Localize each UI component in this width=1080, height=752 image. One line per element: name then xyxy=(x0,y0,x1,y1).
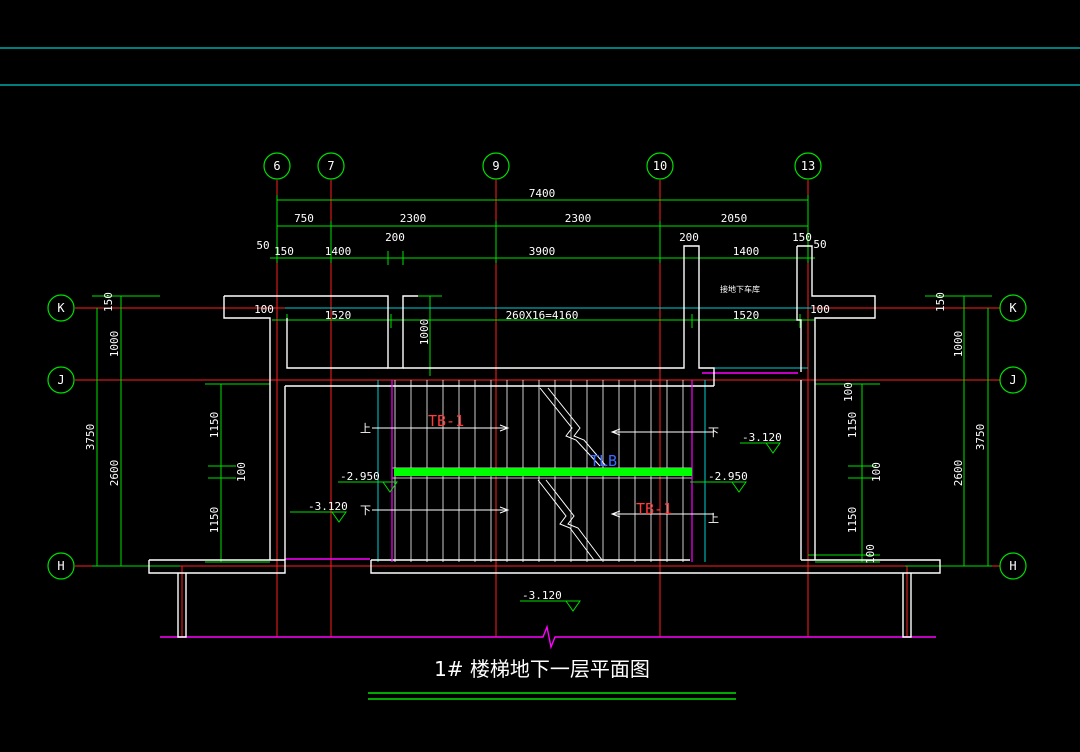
label-garage: 接地下车库 xyxy=(720,284,760,294)
elev-left-lower: -3.120 xyxy=(308,500,348,513)
dim-left: 1000 xyxy=(108,331,121,358)
dim-bay: 2050 xyxy=(721,212,748,225)
dim-right: 100 xyxy=(870,462,883,482)
axis-bubble-k-left xyxy=(47,294,75,322)
dim-row-k: 260X16=4160 xyxy=(506,309,579,322)
dim-detail: 1400 xyxy=(733,245,760,258)
axis-label-col: 7 xyxy=(327,159,334,173)
elevation-texts: -2.950 -3.120 -3.120 -2.950 -3.120 xyxy=(308,431,782,602)
dim-right: 150 xyxy=(934,292,947,312)
dim-bay: 2300 xyxy=(400,212,427,225)
axis-bubble-k-right xyxy=(999,294,1027,322)
dim-right: 100 xyxy=(864,544,877,564)
direction-arrows xyxy=(372,424,714,518)
label-down: 下 xyxy=(360,504,371,517)
elev-right-upper: -3.120 xyxy=(742,431,782,444)
dim-detail: 1400 xyxy=(325,245,352,258)
dim-row-k: 1520 xyxy=(733,309,760,322)
axis-bubble-13 xyxy=(794,152,822,180)
elev-right-lower: -2.950 xyxy=(708,470,748,483)
dim-detail: 200 xyxy=(679,231,699,244)
dim-bay: 2300 xyxy=(565,212,592,225)
axis-label-row: H xyxy=(57,559,64,573)
dim-row-k: 100 xyxy=(810,303,830,316)
dim-overall: 7400 xyxy=(529,187,556,200)
axis-label-col: 10 xyxy=(653,159,667,173)
dimension-lines xyxy=(92,195,992,567)
horizontal-dimension-texts: 7400 750 2300 2300 2050 50 150 1400 200 … xyxy=(254,187,830,322)
axis-bubble-j-right xyxy=(999,366,1027,394)
axis-label-row: H xyxy=(1009,559,1016,573)
label-tb1-upper: TB-1 xyxy=(428,412,464,430)
dim-right: 1150 xyxy=(846,412,859,439)
dim-detail: 3900 xyxy=(529,245,556,258)
landing-bar xyxy=(394,468,692,476)
axis-bubble-10 xyxy=(646,152,674,180)
axis-bubble-h-right xyxy=(999,552,1027,580)
dim-right: 3750 xyxy=(974,424,987,451)
walls xyxy=(148,245,941,638)
elev-left-upper: -2.950 xyxy=(340,470,380,483)
dim-right: 2600 xyxy=(952,460,965,487)
axis-label-col: 9 xyxy=(492,159,499,173)
dim-left: 3750 xyxy=(84,424,97,451)
dim-left: 1000 xyxy=(418,319,431,346)
dim-left: 2600 xyxy=(108,460,121,487)
elevation-markers xyxy=(290,442,781,612)
elev-bottom: -3.120 xyxy=(522,589,562,602)
dim-detail: 150 xyxy=(274,245,294,258)
label-down: 下 xyxy=(708,426,719,439)
dim-detail: 50 xyxy=(813,238,826,251)
axis-label-col: 6 xyxy=(273,159,280,173)
axis-bubble-j-left xyxy=(47,366,75,394)
dim-left: 1150 xyxy=(208,507,221,534)
left-vertical-dimension-texts: 150 1000 3750 2600 1150 100 1150 1000 xyxy=(84,292,431,533)
dim-detail: 50 xyxy=(256,239,269,252)
axis-label-col: 13 xyxy=(801,159,815,173)
label-up: 上 xyxy=(360,422,371,435)
dim-detail: 200 xyxy=(385,231,405,244)
dim-row-k: 1520 xyxy=(325,309,352,322)
label-up: 上 xyxy=(708,512,719,525)
dim-left: 1150 xyxy=(208,412,221,439)
axis-label-row: K xyxy=(1009,301,1017,315)
break-lines xyxy=(537,387,607,561)
title-underline xyxy=(368,692,736,700)
drawing-title: 1# 楼梯地下一层平面图 xyxy=(434,657,650,681)
dim-left: 150 xyxy=(102,292,115,312)
axis-labels: 6 7 9 10 13 K J H K J H xyxy=(57,159,1017,573)
axis-label-row: J xyxy=(57,373,64,387)
axis-bubble-h-left xyxy=(47,552,75,580)
right-vertical-dimension-texts: 150 1000 3750 2600 1150 100 1150 100 100 xyxy=(842,292,987,564)
dim-left: 100 xyxy=(235,462,248,482)
dim-bay: 750 xyxy=(294,212,314,225)
label-tb1-lower: TB-1 xyxy=(636,500,672,518)
guide-lines xyxy=(285,307,812,562)
axis-bubble-7 xyxy=(317,152,345,180)
axis-bubbles xyxy=(47,152,1027,580)
axis-bubble-9 xyxy=(482,152,510,180)
ground-line xyxy=(160,372,936,650)
dim-right: 1000 xyxy=(952,331,965,358)
dim-row-k: 100 xyxy=(254,303,274,316)
axis-label-row: K xyxy=(57,301,65,315)
frame-lines xyxy=(0,47,1080,86)
component-labels: TB-1 TB-1 TLB 接地下车库 上 下 下 上 xyxy=(360,284,760,525)
dim-detail: 150 xyxy=(792,231,812,244)
dim-right: 1150 xyxy=(846,507,859,534)
label-tlb: TLB xyxy=(590,452,617,470)
axis-label-row: J xyxy=(1009,373,1016,387)
dim-right: 100 xyxy=(842,382,855,402)
axis-bubble-6 xyxy=(263,152,291,180)
